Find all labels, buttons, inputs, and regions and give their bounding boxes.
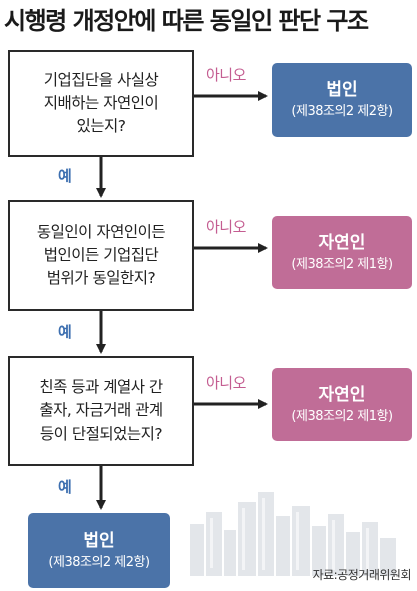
question-3-line-3: 등이 단절되었는지? xyxy=(39,424,163,443)
result-box-3: 자연인 (제38조의2 제1항) xyxy=(272,368,412,441)
final-result-box: 법인 (제38조의2 제2항) xyxy=(28,513,170,588)
question-1-line-3: 있는지? xyxy=(76,117,126,136)
result-1-sub: (제38조의2 제2항) xyxy=(291,104,393,120)
result-3-main: 자연인 xyxy=(318,384,366,405)
result-box-2: 자연인 (제38조의2 제1항) xyxy=(272,216,412,289)
no-label-3: 아니오 xyxy=(206,374,246,392)
result-1-main: 법인 xyxy=(326,80,358,101)
question-2-line-2: 법인이든 기업집단 xyxy=(43,245,159,264)
yes-label-3: 예 xyxy=(58,478,72,496)
question-1-line-2: 지배하는 자연인이 xyxy=(43,93,159,112)
question-box-1: 기업집단을 사실상 지배하는 자연인이 있는지? xyxy=(8,50,194,157)
result-2-sub: (제38조의2 제1항) xyxy=(291,256,393,272)
question-3-line-1: 친족 등과 계열사 간 xyxy=(39,378,163,397)
result-3-sub: (제38조의2 제1항) xyxy=(291,408,393,424)
final-result-sub: (제38조의2 제2항) xyxy=(48,554,150,570)
question-1-line-1: 기업집단을 사실상 xyxy=(43,70,159,89)
city-skyline-illustration xyxy=(190,492,396,576)
question-2-line-1: 동일인이 자연인이든 xyxy=(36,222,166,241)
yes-label-2: 예 xyxy=(58,323,72,341)
final-result-main: 법인 xyxy=(83,530,115,551)
result-2-main: 자연인 xyxy=(318,232,366,253)
question-box-3: 친족 등과 계열사 간 출자, 자금거래 관계 등이 단절되었는지? xyxy=(8,356,194,466)
yes-label-1: 예 xyxy=(58,167,72,185)
question-2-line-3: 범위가 동일한지? xyxy=(46,269,156,288)
source-note: 자료:공정거래위원회 xyxy=(312,568,412,582)
no-label-2: 아니오 xyxy=(206,218,246,236)
no-label-1: 아니오 xyxy=(206,66,246,84)
page-title: 시행령 개정안에 따른 동일인 판단 구조 xyxy=(4,7,369,35)
result-box-1: 법인 (제38조의2 제2항) xyxy=(272,63,412,137)
question-3-line-2: 출자, 자금거래 관계 xyxy=(39,401,163,420)
question-box-2: 동일인이 자연인이든 법인이든 기업집단 범위가 동일한지? xyxy=(8,200,194,311)
